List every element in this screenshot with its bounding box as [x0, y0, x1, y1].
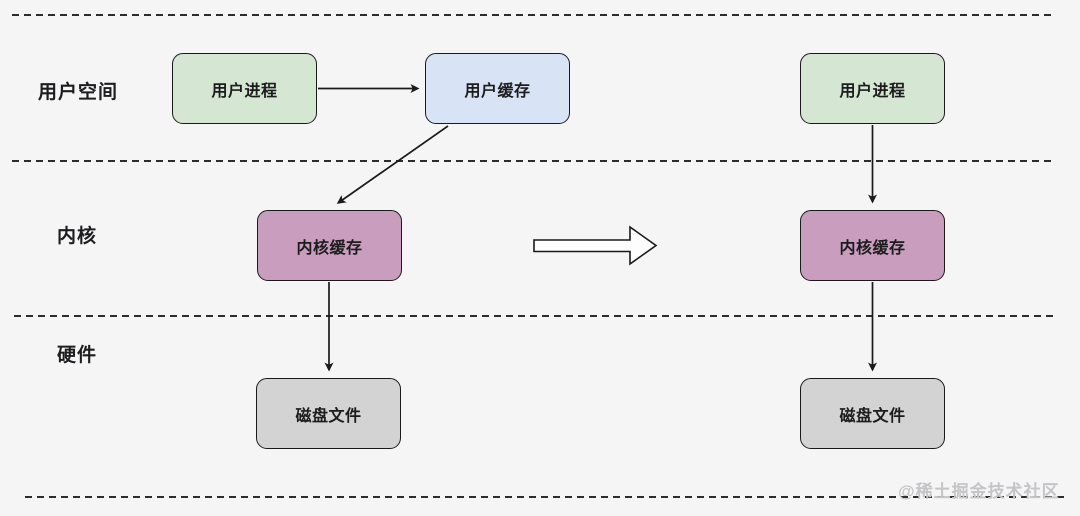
- transform-arrow-icon: [533, 225, 658, 266]
- edge-userbuffer-to-kernelbuffer: [336, 125, 449, 204]
- separator-kernel-hardware: [14, 315, 1055, 317]
- region-label-hardware: 硬件: [57, 345, 98, 366]
- node-label: 磁盘文件: [295, 407, 362, 425]
- separator-user-kernel: [12, 160, 1055, 162]
- node-label: 内核缓存: [296, 239, 363, 257]
- node-left-user-process: 用户进程: [172, 53, 317, 124]
- node-label: 磁盘文件: [839, 407, 906, 425]
- node-label: 用户缓存: [464, 82, 531, 100]
- node-left-kernel-buffer: 内核缓存: [257, 210, 402, 281]
- separator-top: [12, 14, 1055, 16]
- region-label-kernel: 内核: [57, 226, 98, 247]
- watermark-juejin: @稀土掘金技术社区: [898, 482, 1060, 501]
- region-label-user-space: 用户空间: [38, 82, 119, 103]
- node-right-kernel-buffer: 内核缓存: [800, 210, 945, 281]
- node-label: 用户进程: [839, 82, 906, 100]
- node-right-user-process: 用户进程: [800, 53, 945, 124]
- node-left-user-buffer: 用户缓存: [425, 53, 570, 124]
- node-right-disk-file: 磁盘文件: [800, 378, 945, 449]
- separator-bottom: [25, 496, 1065, 498]
- node-label: 用户进程: [211, 82, 278, 100]
- node-left-disk-file: 磁盘文件: [256, 378, 401, 449]
- node-label: 内核缓存: [839, 239, 906, 257]
